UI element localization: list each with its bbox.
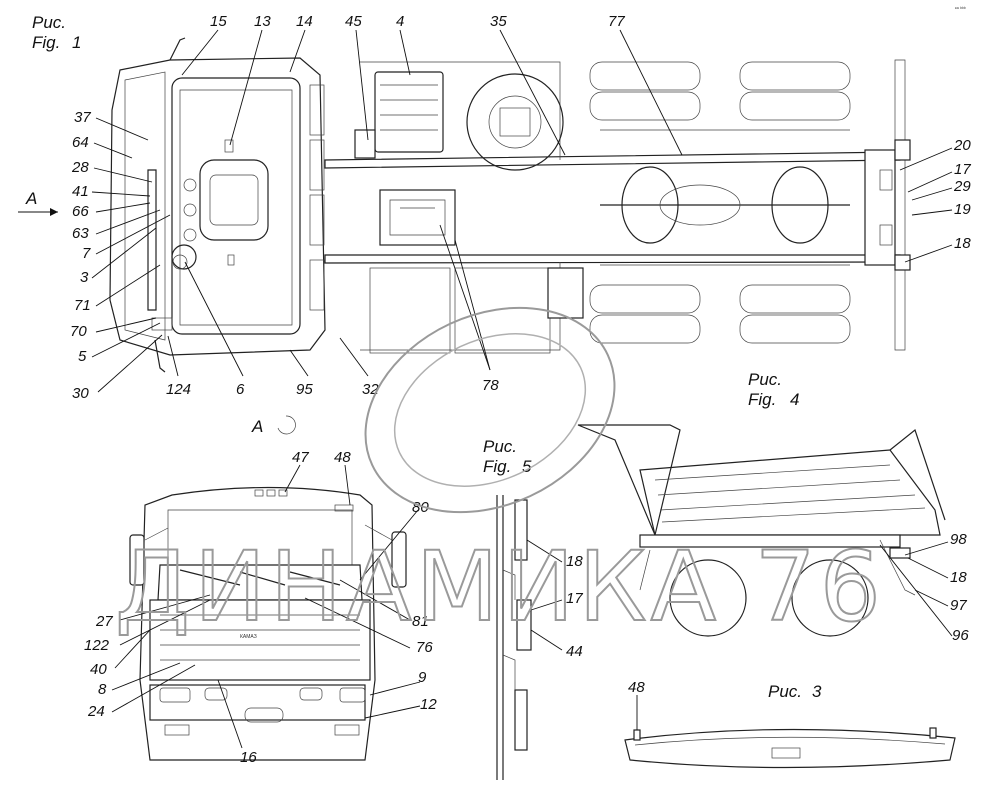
callout: 19 xyxy=(954,201,971,218)
callout: 41 xyxy=(72,183,89,200)
leader-lines xyxy=(91,29,953,749)
fig4-title-ru: Рис. xyxy=(748,370,782,389)
fig1-title-num: 1 xyxy=(72,33,81,52)
callout: 77 xyxy=(608,13,625,30)
callout: 71 xyxy=(74,297,91,314)
callout: 48 xyxy=(628,679,645,696)
callout: 4 xyxy=(396,13,404,30)
fig1-title-en: Fig. xyxy=(32,33,60,52)
callout: 78 xyxy=(482,377,499,394)
fig5-side-strip xyxy=(496,495,532,780)
callout: 81 xyxy=(412,613,429,630)
fig1-title-ru: Рис. xyxy=(32,13,66,32)
callout: 40 xyxy=(90,661,107,678)
grille-badge: КАМАЗ xyxy=(240,634,257,640)
callout: 14 xyxy=(296,13,313,30)
view-arrow: A xyxy=(18,189,58,216)
callout: 3 xyxy=(80,269,89,286)
callout: 44 xyxy=(566,643,583,660)
watermark: ДИНАМИКА 76 xyxy=(114,306,885,644)
callout: 124 xyxy=(166,381,191,398)
fig3-roof xyxy=(624,727,956,769)
fig4-dump-truck xyxy=(577,424,946,637)
callout: 30 xyxy=(72,385,89,402)
callout: 95 xyxy=(296,381,313,398)
callout: 47 xyxy=(292,449,309,466)
fig1-top-view xyxy=(109,37,911,373)
callout: 9 xyxy=(418,669,427,686)
callout: 7 xyxy=(82,245,91,262)
callout: 18 xyxy=(950,569,967,586)
fig5-title-ru: Рис. xyxy=(483,437,517,456)
fig3-title-num: 3 xyxy=(812,682,822,701)
callout: 18 xyxy=(954,235,971,252)
fig3-title-ru: Рис. xyxy=(768,682,802,701)
fig4-title-en: Fig. xyxy=(748,390,776,409)
callout: 45 xyxy=(345,13,362,30)
callout: 20 xyxy=(953,137,971,154)
fig5-title-en: Fig. xyxy=(483,457,511,476)
callout: 17 xyxy=(566,590,583,607)
view-arrow-label: A xyxy=(25,189,37,208)
callout: 48 xyxy=(334,449,351,466)
callout-numbers: 15 13 14 45 4 35 77 37 64 28 41 66 63 7 … xyxy=(70,13,971,766)
callout: 35 xyxy=(490,13,507,30)
rotate-icon xyxy=(277,415,296,435)
callout: 13 xyxy=(254,13,271,30)
watermark-text: ДИНАМИКА 76 xyxy=(115,531,885,643)
callout: 18 xyxy=(566,553,583,570)
callout: 63 xyxy=(72,225,89,242)
callout: 15 xyxy=(210,13,227,30)
callout: 64 xyxy=(72,134,89,151)
callout: 80 xyxy=(412,499,429,516)
corner-mark: ᵉᵃ ᵇᵇᵇ xyxy=(955,6,966,12)
callout: 97 xyxy=(950,597,967,614)
callout: 37 xyxy=(74,109,91,126)
callout: 122 xyxy=(84,637,110,654)
callout: 96 xyxy=(952,627,969,644)
callout: 12 xyxy=(420,696,437,713)
callout: 70 xyxy=(70,323,87,340)
fig4-title-num: 4 xyxy=(790,390,799,409)
callout: 24 xyxy=(87,703,105,720)
callout: 17 xyxy=(954,161,971,178)
callout: 66 xyxy=(72,203,89,220)
callout: 29 xyxy=(953,178,971,195)
callout: 27 xyxy=(95,613,113,630)
callout: 5 xyxy=(78,348,87,365)
callout: 16 xyxy=(240,749,257,766)
callout: 98 xyxy=(950,531,967,548)
callout: 8 xyxy=(98,681,107,698)
callout: 76 xyxy=(416,639,433,656)
callout: 28 xyxy=(71,159,89,176)
callout: 6 xyxy=(236,381,245,398)
front-view: КАМАЗ xyxy=(129,486,407,761)
fig5-title-num: 5 xyxy=(522,457,532,476)
view-label: A xyxy=(251,417,263,436)
